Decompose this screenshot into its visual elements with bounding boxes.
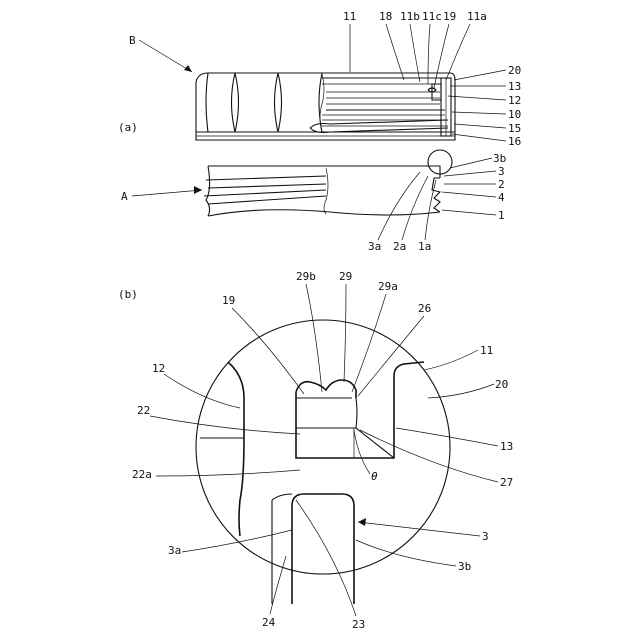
detail-view-b bbox=[196, 320, 450, 604]
label-a-4: 4 bbox=[498, 191, 505, 204]
label-a-16: 16 bbox=[508, 135, 521, 148]
label-b-12: 12 bbox=[152, 362, 165, 375]
label-a-3b: 3b bbox=[493, 152, 506, 165]
bottle-body-a bbox=[204, 150, 452, 216]
label-a-3: 3 bbox=[498, 165, 505, 178]
label-b-22a: 22a bbox=[132, 468, 152, 481]
label-b-3b: 3b bbox=[458, 560, 471, 573]
label-a-15: 15 bbox=[508, 122, 521, 135]
label-b-24: 24 bbox=[262, 616, 276, 629]
label-a-11: 11 bbox=[343, 10, 356, 23]
label-a-10: 10 bbox=[508, 108, 521, 121]
panel-a-label: (a) bbox=[118, 121, 138, 134]
label-b-theta: θ bbox=[371, 470, 378, 483]
label-a-3a: 3a bbox=[368, 240, 381, 253]
label-a-1a: 1a bbox=[418, 240, 431, 253]
label-b-26: 26 bbox=[418, 302, 431, 315]
label-a-B: B bbox=[129, 34, 136, 47]
label-b-29a: 29a bbox=[378, 280, 398, 293]
label-a-2a: 2a bbox=[393, 240, 406, 253]
label-a-11c: 11c bbox=[422, 10, 442, 23]
label-a-1: 1 bbox=[498, 209, 505, 222]
label-a-A: A bbox=[121, 190, 128, 203]
label-b-29b: 29b bbox=[296, 270, 316, 283]
label-b-29: 29 bbox=[339, 270, 352, 283]
label-a-19: 19 bbox=[443, 10, 456, 23]
label-b-13: 13 bbox=[500, 440, 513, 453]
label-b-3a: 3a bbox=[168, 544, 181, 557]
label-a-18: 18 bbox=[379, 10, 392, 23]
label-a-20: 20 bbox=[508, 64, 521, 77]
panel-b-label: (b) bbox=[118, 288, 138, 301]
label-a-12: 12 bbox=[508, 94, 521, 107]
label-b-27: 27 bbox=[500, 476, 513, 489]
label-b-3: 3 bbox=[482, 530, 489, 543]
label-b-22: 22 bbox=[137, 404, 150, 417]
label-a-11b: 11b bbox=[400, 10, 420, 23]
label-a-2: 2 bbox=[498, 178, 505, 191]
label-b-23: 23 bbox=[352, 618, 365, 631]
label-a-13: 13 bbox=[508, 80, 521, 93]
cap-b bbox=[196, 73, 455, 140]
label-b-11: 11 bbox=[480, 344, 493, 357]
label-b-20: 20 bbox=[495, 378, 508, 391]
label-b-19: 19 bbox=[222, 294, 235, 307]
label-a-11a: 11a bbox=[467, 10, 487, 23]
